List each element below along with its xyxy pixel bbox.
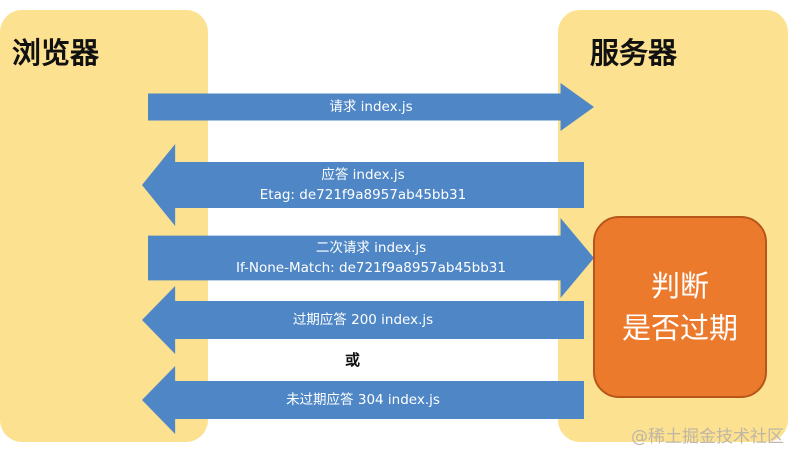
browser-title: 浏览器 xyxy=(12,36,100,70)
or-label: 或 xyxy=(345,351,361,369)
browser-column xyxy=(0,10,208,442)
second-request-arrow: 二次请求 index.js If-None-Match: de721f9a895… xyxy=(148,218,594,298)
judge-line-2: 是否过期 xyxy=(621,311,738,345)
judge-line-1: 判断 xyxy=(650,269,709,303)
watermark: @稀土掘金技术社区 xyxy=(631,427,784,447)
arrow-label: 过期应答 200 index.js xyxy=(292,312,434,328)
judge-expiry-box: 判断 是否过期 xyxy=(593,216,767,398)
request-arrow: 请求 index.js xyxy=(148,83,594,131)
arrow-label: 未过期应答 304 index.js xyxy=(286,392,440,408)
arrow-label: 应答 index.js xyxy=(321,167,405,183)
arrow-label: 请求 index.js xyxy=(329,99,413,115)
arrow-label: 二次请求 index.js xyxy=(315,240,427,256)
arrow-label-if-none-match: If-None-Match: de721f9a8957ab45bb31 xyxy=(236,260,506,276)
not-expired-response-arrow: 未过期应答 304 index.js xyxy=(142,366,584,434)
server-title: 服务器 xyxy=(590,36,678,70)
arrow-label-etag: Etag: de721f9a8957ab45bb31 xyxy=(259,187,467,203)
expired-response-arrow: 过期应答 200 index.js xyxy=(142,286,584,354)
response-etag-arrow: 应答 index.js Etag: de721f9a8957ab45bb31 xyxy=(142,144,584,226)
